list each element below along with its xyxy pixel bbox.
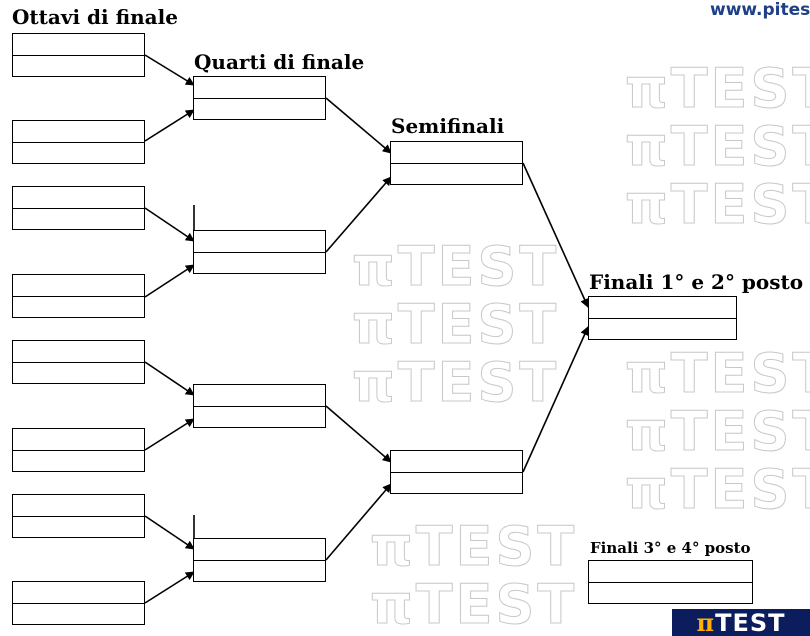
- connector-arrow: [144, 109, 195, 142]
- connector-arrow: [325, 176, 392, 253]
- quarter-final-slot[interactable]: [193, 538, 326, 582]
- watermark-text: πTEST: [624, 458, 810, 521]
- round-of-16-slot[interactable]: [12, 274, 145, 318]
- watermark-text: πTEST: [624, 173, 810, 236]
- connector-arrow: [325, 483, 392, 561]
- connector-arrow: [144, 54, 195, 86]
- watermark-text: πTEST: [351, 351, 560, 414]
- connector-arrow: [325, 405, 392, 463]
- round-of-16-slot[interactable]: [12, 340, 145, 384]
- watermark-group-center: πTEST πTEST πTEST: [351, 235, 560, 414]
- watermark-text: πTEST: [624, 57, 810, 120]
- quarter-finals-title: Quarti di finale: [194, 50, 365, 74]
- round-of-16-title: Ottavi di finale: [12, 5, 178, 29]
- quarter-final-slot[interactable]: [193, 76, 326, 120]
- final-1-2-title: Finali 1° e 2° posto: [589, 270, 804, 294]
- watermark-group-bottom: πTEST πTEST: [369, 515, 578, 636]
- watermark-text: πTEST: [624, 342, 810, 405]
- pi-logo-icon: π: [696, 609, 716, 636]
- pitest-logo: πTEST: [672, 609, 810, 636]
- semi-final-slot[interactable]: [390, 141, 523, 185]
- watermark-group-top-right: πTEST πTEST πTEST: [624, 57, 810, 236]
- watermark-text: πTEST: [369, 515, 578, 578]
- connector-arrow: [144, 515, 195, 550]
- watermark-text: πTEST: [351, 235, 560, 298]
- watermark-text: πTEST: [369, 573, 578, 636]
- quarter-final-slot[interactable]: [193, 384, 326, 428]
- watermark-text: πTEST: [351, 293, 560, 356]
- connector-arrow: [522, 326, 589, 473]
- connector-arrow: [144, 418, 195, 451]
- semi-final-slot[interactable]: [390, 450, 523, 494]
- connector-arrow: [144, 571, 195, 604]
- connector-arrow: [144, 207, 195, 242]
- semi-finals-title: Semifinali: [391, 114, 505, 138]
- connector-arrow: [144, 361, 195, 396]
- watermark-text: πTEST: [624, 400, 810, 463]
- watermark-text: πTEST: [624, 115, 810, 178]
- connector-arrow: [144, 264, 195, 298]
- final-3-4-title: Finali 3° e 4° posto: [590, 539, 751, 557]
- site-link[interactable]: www.pitest.it: [710, 0, 810, 20]
- round-of-16-slot[interactable]: [12, 428, 145, 472]
- round-of-16-slot[interactable]: [12, 33, 145, 77]
- final-1-2-slot[interactable]: [588, 296, 737, 340]
- connector-arrow: [522, 162, 589, 308]
- watermark-group-mid-right: πTEST πTEST πTEST: [624, 342, 810, 521]
- connector-arrow: [325, 97, 392, 154]
- round-of-16-slot[interactable]: [12, 581, 145, 625]
- round-of-16-slot[interactable]: [12, 186, 145, 230]
- round-of-16-slot[interactable]: [12, 120, 145, 164]
- quarter-final-slot[interactable]: [193, 230, 326, 274]
- final-3-4-slot[interactable]: [588, 560, 753, 604]
- round-of-16-slot[interactable]: [12, 494, 145, 538]
- logo-text: TEST: [715, 609, 786, 636]
